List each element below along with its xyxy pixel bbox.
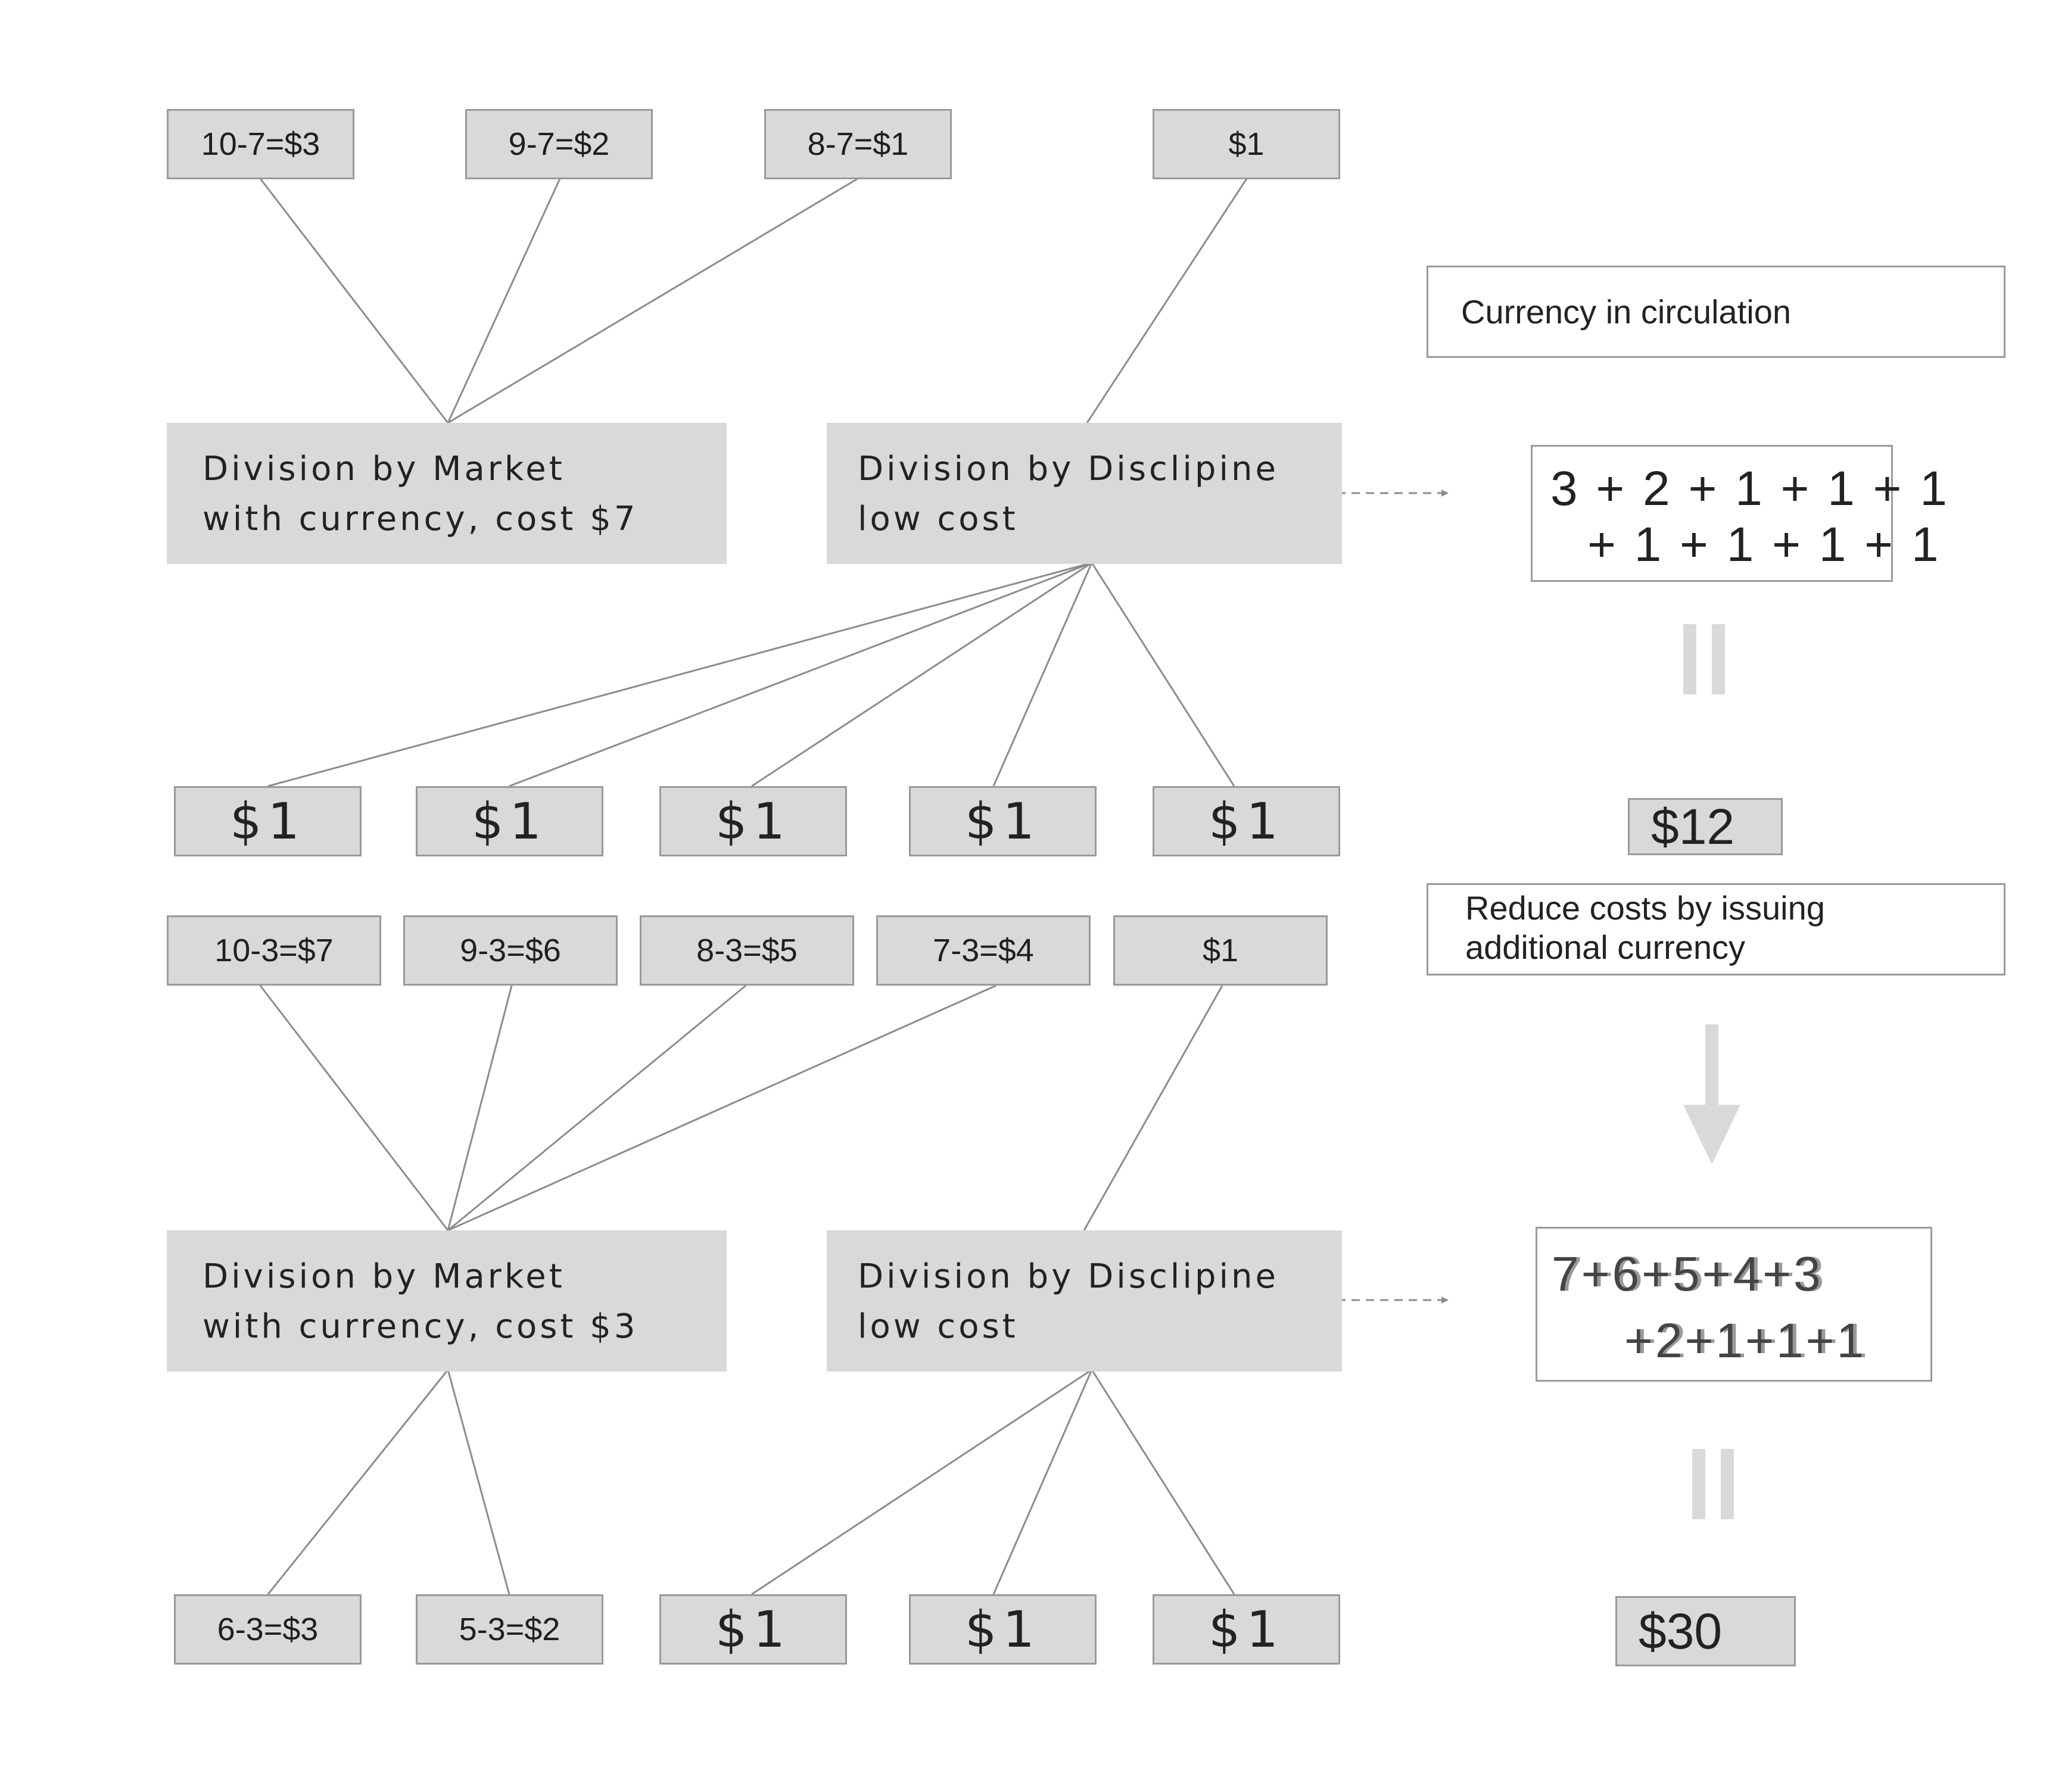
connector-line [1083,985,1223,1231]
connector-line [751,562,1092,787]
market-output-box: 5-3=$2 [416,1594,603,1665]
discipline-source-box: $1 [1153,109,1340,179]
division-title: Division by Disclipine [858,450,1279,488]
connector-line [447,177,858,424]
sum-line: +2+1+1+1 [1624,1314,1866,1368]
down-arrow-icon [1683,1024,1740,1164]
output-box: $1 [1153,786,1340,856]
sum-line: + 1 + 1 + 1 + 1 [1587,518,1941,572]
market-source-box: 7-3=$4 [876,915,1091,986]
market-output-box: 6-3=$3 [174,1594,362,1665]
sum-line: 3 + 2 + 1 + 1 + 1 [1550,462,1950,516]
connector-line [447,1369,510,1595]
output-box: $1 [416,786,603,856]
connector-line [447,178,561,423]
division-by-market: Division by Market with currency, cost $… [167,423,727,564]
division-by-discipline: Division by Disclipine low cost [827,1230,1342,1372]
equals-icon [1712,624,1725,694]
equals-icon [1683,624,1696,694]
sum-bottom-box: 7+6+5+4+3 +2+1+1+1 [1536,1227,1932,1382]
market-source-box: 10-3=$7 [167,915,381,986]
market-source-box: 8-7=$1 [764,109,952,179]
currency-label: Currency in circulation [1427,266,2005,358]
sum-top-box: 3 + 2 + 1 + 1 + 1 + 1 + 1 + 1 + 1 [1531,445,1947,582]
connector-line [259,178,449,423]
connector-line [992,1369,1093,1595]
output-box: $1 [909,1594,1097,1665]
division-by-market: Division by Market with currency, cost $… [167,1230,727,1372]
market-source-box: 9-3=$6 [403,915,618,986]
division-by-discipline: Division by Disclipine low cost [827,423,1342,564]
connector-line [267,562,1092,787]
market-source-box: 8-3=$5 [640,915,854,986]
division-title: Division by Disclipine [858,1257,1279,1296]
equals-icon [1692,1449,1705,1519]
discipline-source-box: $1 [1113,915,1328,986]
sum-line: 7+6+5+4+3 [1552,1247,1823,1301]
connector-line [1086,178,1248,423]
total-top: $12 [1628,798,1783,855]
connector-line [751,1369,1092,1595]
connector-line [1091,562,1235,787]
output-box: $1 [659,786,847,856]
output-box: $1 [174,786,362,856]
connector-line [1091,1369,1235,1595]
connector-line [267,1369,449,1595]
division-title: Division by Market [203,450,565,488]
equals-icon [1721,1449,1734,1519]
output-box: $1 [909,786,1097,856]
reduce-costs-label: Reduce costs by issuing additional curre… [1427,883,2005,976]
output-box: $1 [659,1594,847,1665]
connector-line [509,562,1092,787]
connector-line [992,562,1093,787]
market-source-box: 9-7=$2 [465,109,653,179]
connector-line [447,984,746,1232]
market-source-box: 10-7=$3 [167,109,354,179]
division-subtitle: low cost [858,500,1019,538]
total-bottom: $30 [1615,1596,1796,1666]
division-title: Division by Market [203,1257,565,1296]
output-box: $1 [1153,1594,1340,1665]
connector-line [259,985,449,1231]
connector-line [447,985,513,1231]
division-subtitle: with currency, cost $3 [203,1307,639,1346]
division-subtitle: low cost [858,1307,1019,1346]
connector-line [447,984,996,1232]
division-subtitle: with currency, cost $7 [203,500,639,538]
